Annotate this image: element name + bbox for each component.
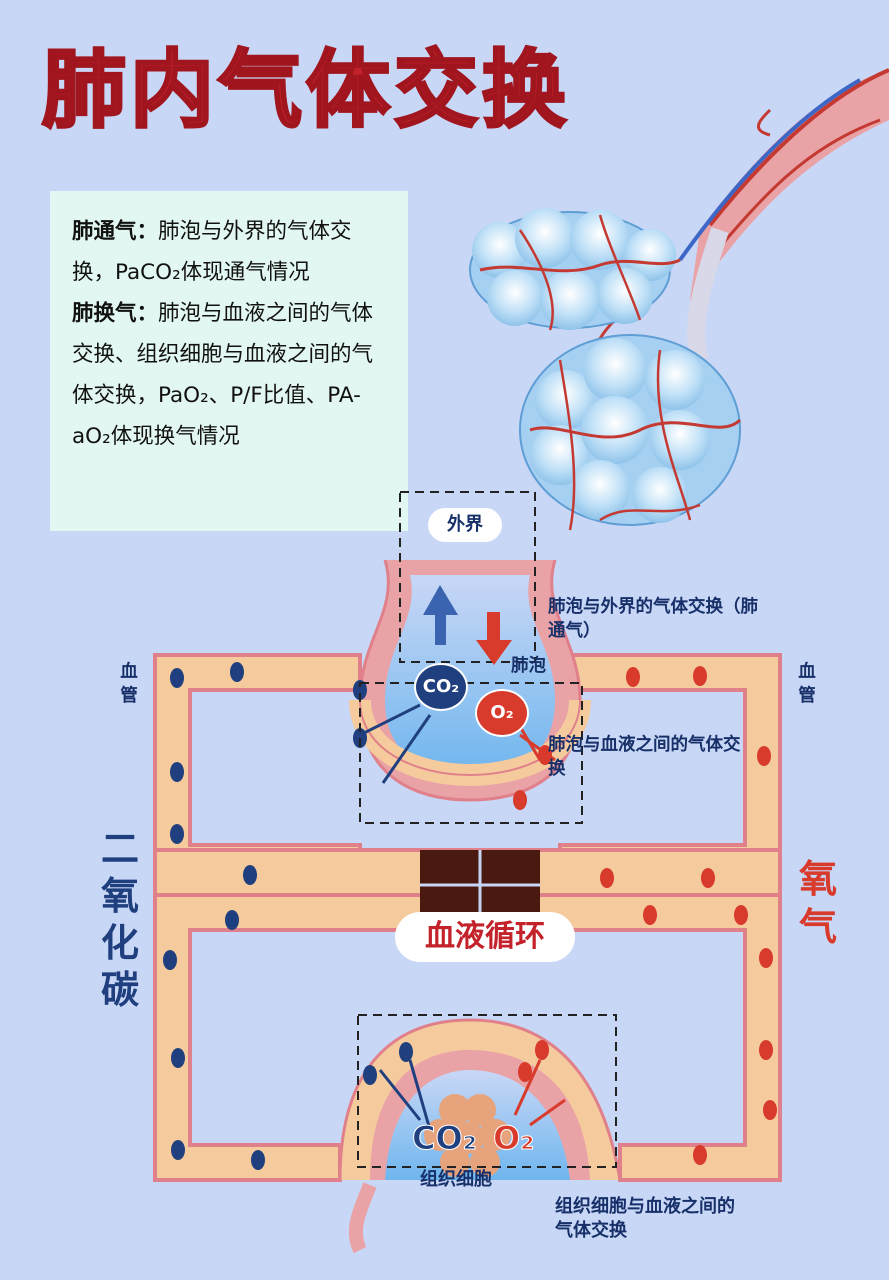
heart-block bbox=[420, 850, 540, 920]
alveolus-label: 肺泡 bbox=[511, 656, 546, 676]
co2-bubble: CO₂ bbox=[414, 663, 468, 711]
circulation-label: 血液循环 bbox=[395, 912, 575, 962]
outside-label: 外界 bbox=[428, 508, 502, 542]
ventilation-term: 肺通气： bbox=[72, 219, 159, 244]
page-title: 肺内气体交换 bbox=[40, 41, 571, 139]
alveolus-cluster-lower bbox=[519, 334, 742, 531]
arrow-down-icon bbox=[476, 612, 512, 665]
oxygen-label: 氧气 bbox=[798, 857, 837, 949]
alveolus-outside-exchange-label: 肺泡与外界的气体交换（肺通气） bbox=[548, 597, 758, 641]
ventilation-definition: 肺通气：肺泡与外界的气体交换，PaCO₂体现通气情况 bbox=[72, 211, 390, 293]
arrow-up-icon bbox=[423, 585, 458, 645]
co2-tissue-label: CO₂ bbox=[412, 1119, 478, 1158]
vessel-right-label: 血管 bbox=[798, 662, 816, 706]
vessel-left-label: 血管 bbox=[120, 662, 138, 706]
dashed-boxes bbox=[357, 491, 617, 1168]
exchange-term: 肺换气： bbox=[72, 301, 159, 326]
o2-bubble: O₂ bbox=[475, 689, 529, 737]
bronchial-tree-illustration bbox=[588, 68, 889, 363]
alveolus-blood-exchange-label: 肺泡与血液之间的气体交换 bbox=[548, 735, 741, 779]
tissue-blood-exchange-label: 组织细胞与血液之间的气体交换 bbox=[555, 1196, 735, 1241]
ventilation-desc: 肺泡与外界的气体交换，PaCO₂体现通气情况 bbox=[72, 219, 352, 285]
tissue-cell-label: 组织细胞 bbox=[420, 1169, 492, 1190]
exchange-desc: 肺泡与血液之间的气体交换、组织细胞与血液之间的气体交换，PaO₂、P/F比值、P… bbox=[72, 301, 374, 449]
blood-cell-dots bbox=[163, 662, 777, 1170]
o2-tissue-label: O₂ bbox=[492, 1119, 535, 1158]
exchange-definition: 肺换气：肺泡与血液之间的气体交换、组织细胞与血液之间的气体交换，PaO₂、P/F… bbox=[72, 293, 390, 457]
carbon-dioxide-label: 二氧化碳 bbox=[100, 827, 139, 1012]
alveolus-cluster-upper bbox=[469, 208, 681, 331]
info-box: 肺通气：肺泡与外界的气体交换，PaCO₂体现通气情况 肺换气：肺泡与血液之间的气… bbox=[50, 191, 408, 531]
